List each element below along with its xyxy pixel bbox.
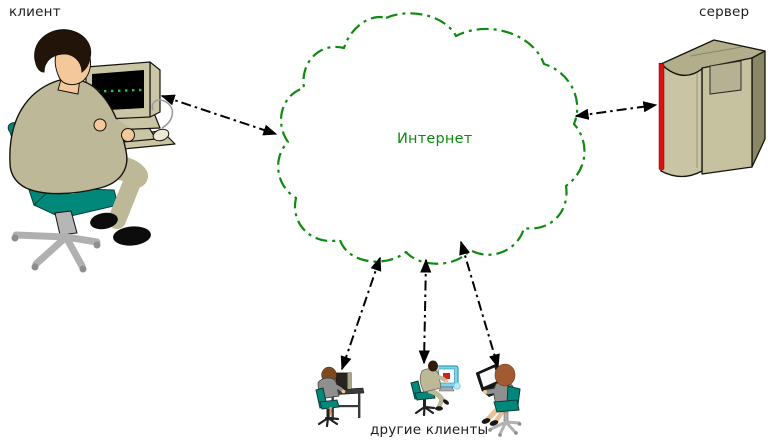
other-client-1-illustration [315, 366, 365, 428]
client-workstation-illustration [7, 29, 176, 273]
hair [428, 360, 438, 372]
shoe [113, 226, 151, 246]
mini-chair-icon [315, 387, 340, 428]
screen [479, 367, 499, 387]
mouse-cable [151, 99, 174, 129]
mini-chair-icon [488, 385, 522, 437]
edge-internet-other-client-1 [340, 256, 382, 371]
mini-monitor-icon [335, 372, 352, 390]
internet-label: Интернет [397, 131, 473, 147]
other-client-3-illustration [475, 363, 522, 437]
server-vent-panel [709, 60, 742, 95]
person-figure-upper [9, 29, 135, 195]
edges [160, 94, 658, 371]
server-red-stripe [658, 62, 665, 171]
edge-internet-other-client-2 [418, 258, 432, 365]
hand [121, 128, 135, 142]
other-client-2-illustration [410, 360, 461, 417]
edge-internet-server [574, 101, 658, 120]
server-label: сервер [699, 4, 750, 20]
edge-internet-other-client-3 [459, 240, 500, 369]
person-figure [419, 360, 449, 411]
mouse-icon [152, 128, 170, 142]
hand [93, 118, 107, 132]
other-clients-label: другие клиенты [370, 422, 489, 438]
server-illustration [658, 39, 766, 178]
edge-client-internet [160, 94, 278, 136]
shoe [90, 212, 118, 230]
internet-cloud [277, 12, 586, 265]
client-label: клиент [9, 4, 61, 20]
hair [494, 363, 516, 387]
server-tower-icon [658, 39, 766, 178]
hair [34, 29, 92, 73]
